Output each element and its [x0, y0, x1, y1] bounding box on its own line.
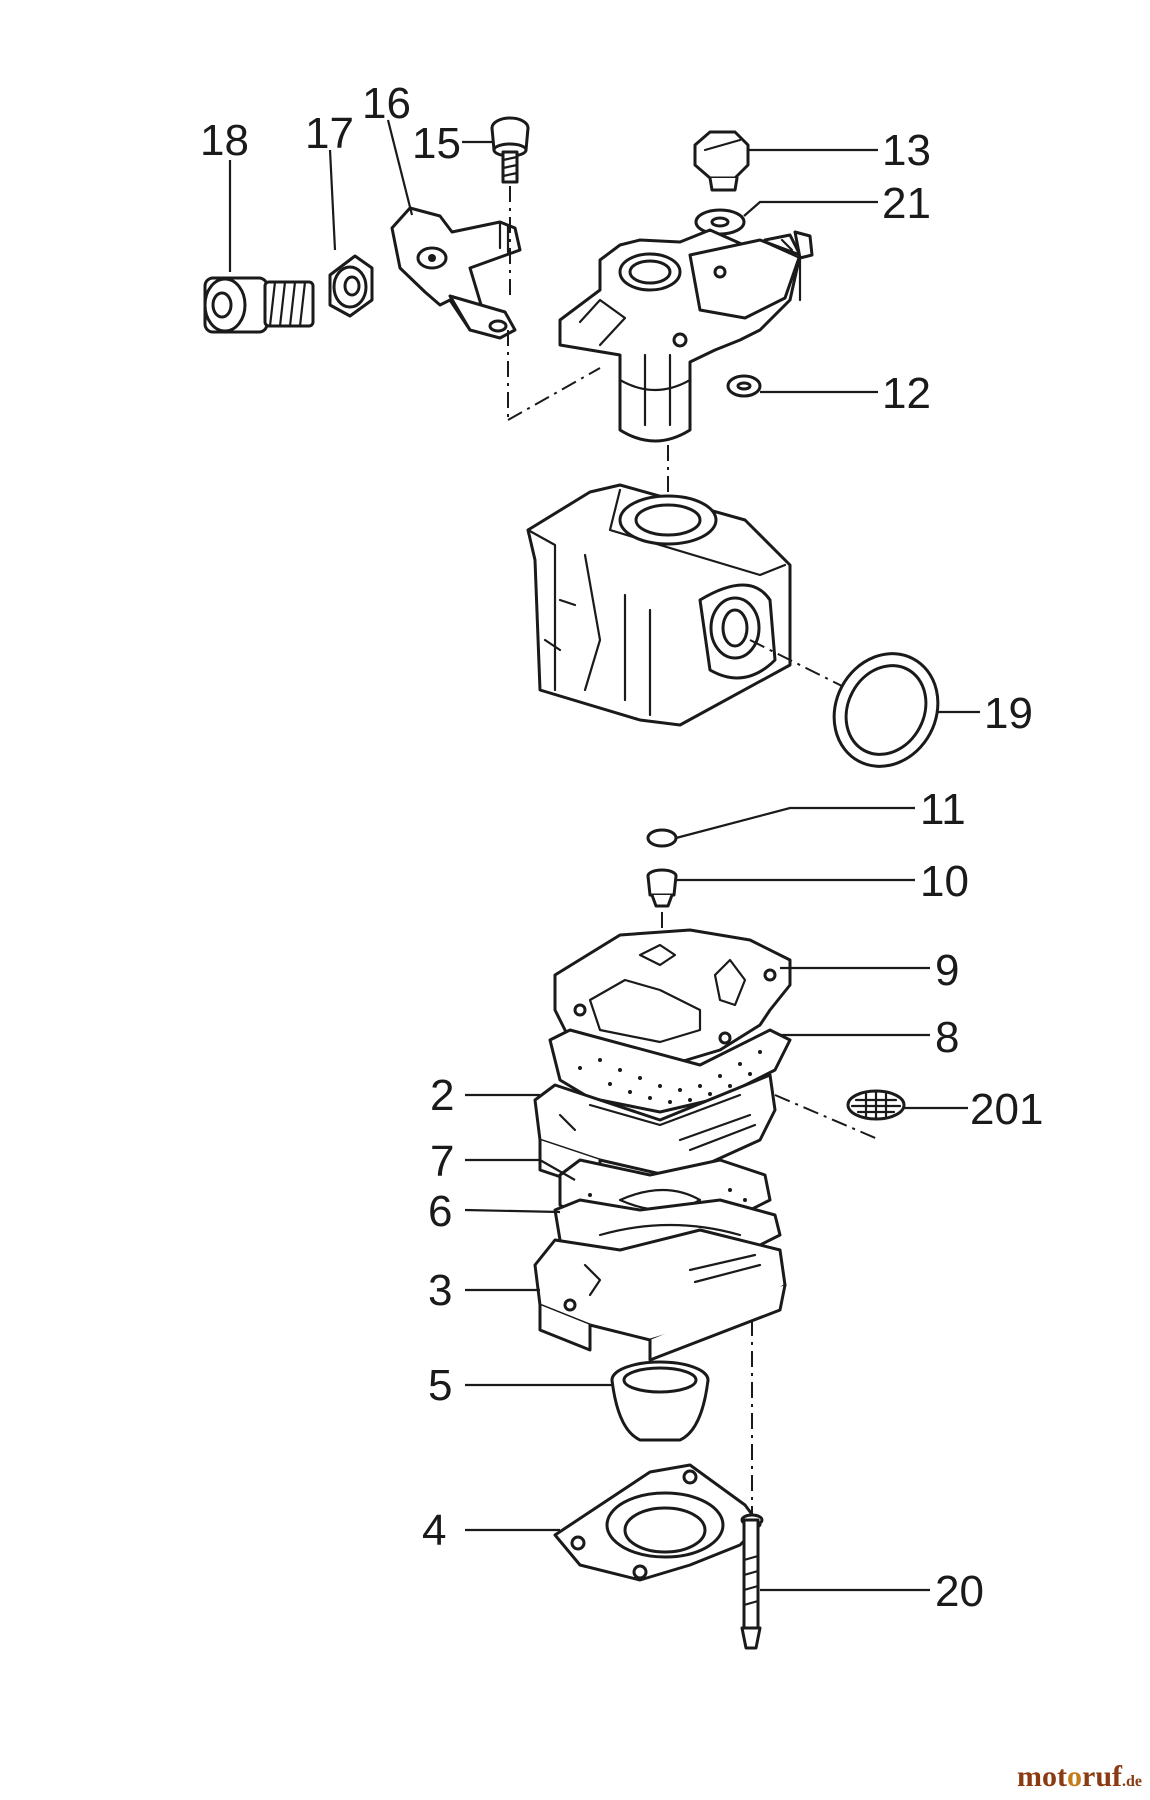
part-10-needle-valve — [646, 868, 678, 908]
callout-7: 7 — [430, 1137, 454, 1186]
callout-2: 2 — [430, 1071, 454, 1120]
callout-6: 6 — [428, 1187, 452, 1236]
callout-4: 4 — [422, 1506, 446, 1555]
part-20-long-screw — [740, 1513, 764, 1650]
part-17-nut — [328, 254, 374, 318]
part-21-washer — [694, 208, 746, 236]
callout-16: 16 — [362, 79, 411, 128]
carburetor-body — [526, 483, 792, 727]
part-16-lever-plate — [390, 206, 522, 340]
part-19-gasket-ring — [832, 652, 940, 768]
part-13-plug — [693, 130, 750, 192]
callout-17: 17 — [305, 109, 354, 158]
callout-21: 21 — [882, 179, 931, 228]
callout-12: 12 — [882, 369, 931, 418]
part-4-cover-plate — [553, 1463, 762, 1582]
upper-pump-body — [558, 228, 814, 443]
part-12-ring — [726, 374, 762, 398]
callout-5: 5 — [428, 1361, 452, 1410]
part-3-metering-body — [533, 1228, 787, 1362]
part-5-cup — [610, 1360, 710, 1442]
callout-201: 201 — [970, 1085, 1043, 1134]
part-201-screen-filter — [846, 1089, 906, 1121]
callout-15: 15 — [412, 119, 461, 168]
part-18-adjusting-screw — [203, 276, 315, 334]
callout-9: 9 — [935, 946, 959, 995]
callout-13: 13 — [882, 126, 931, 175]
watermark-logo: motoruf.de — [1017, 1760, 1142, 1793]
callout-11: 11 — [920, 785, 966, 834]
leader-lines — [228, 119, 980, 1592]
callout-10: 10 — [920, 857, 969, 906]
callout-8: 8 — [935, 1013, 959, 1062]
callout-labels: 18 17 16 15 13 21 12 19 11 10 9 8 2 201 … — [200, 79, 1043, 1616]
callout-18: 18 — [200, 116, 249, 165]
callout-19: 19 — [984, 689, 1033, 738]
callout-3: 3 — [428, 1266, 452, 1315]
part-15-screw — [490, 116, 530, 184]
callout-20: 20 — [935, 1567, 984, 1616]
part-11-small-ring — [646, 828, 678, 848]
